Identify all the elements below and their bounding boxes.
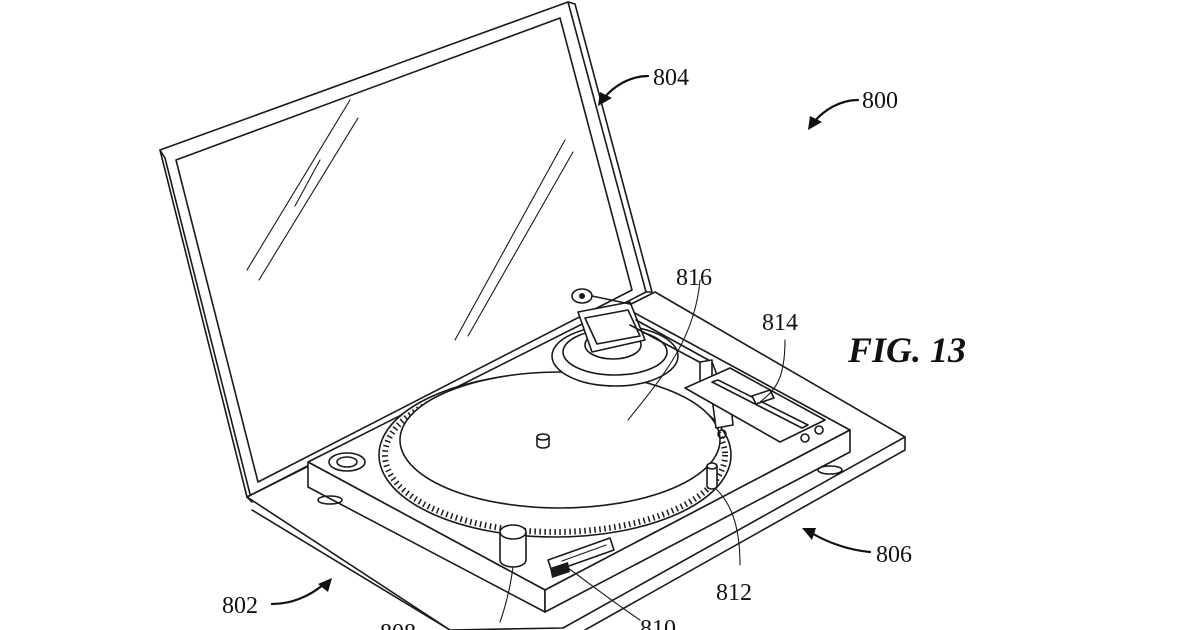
arrow-800 — [808, 98, 860, 130]
label-808: 808 — [380, 620, 416, 630]
cueing-lever — [706, 462, 718, 490]
tonearm — [551, 288, 734, 439]
label-802: 802 — [222, 593, 258, 619]
platter — [378, 371, 732, 538]
label-804: 804 — [653, 65, 689, 91]
label-814: 814 — [762, 310, 798, 336]
label-806: 806 — [876, 542, 912, 568]
label-812: 812 — [716, 580, 752, 606]
label-810: 810 — [640, 616, 676, 630]
pitch-slider — [684, 367, 826, 443]
figure-label: FIG. 13 — [847, 330, 966, 370]
arrow-806 — [802, 528, 872, 554]
label-800: 800 — [862, 88, 898, 114]
left-knob — [499, 524, 527, 568]
arrow-802 — [270, 578, 332, 606]
slider-control — [547, 537, 615, 578]
leader-lines — [499, 279, 786, 623]
arrow-804 — [598, 74, 650, 106]
label-816: 816 — [676, 265, 712, 291]
